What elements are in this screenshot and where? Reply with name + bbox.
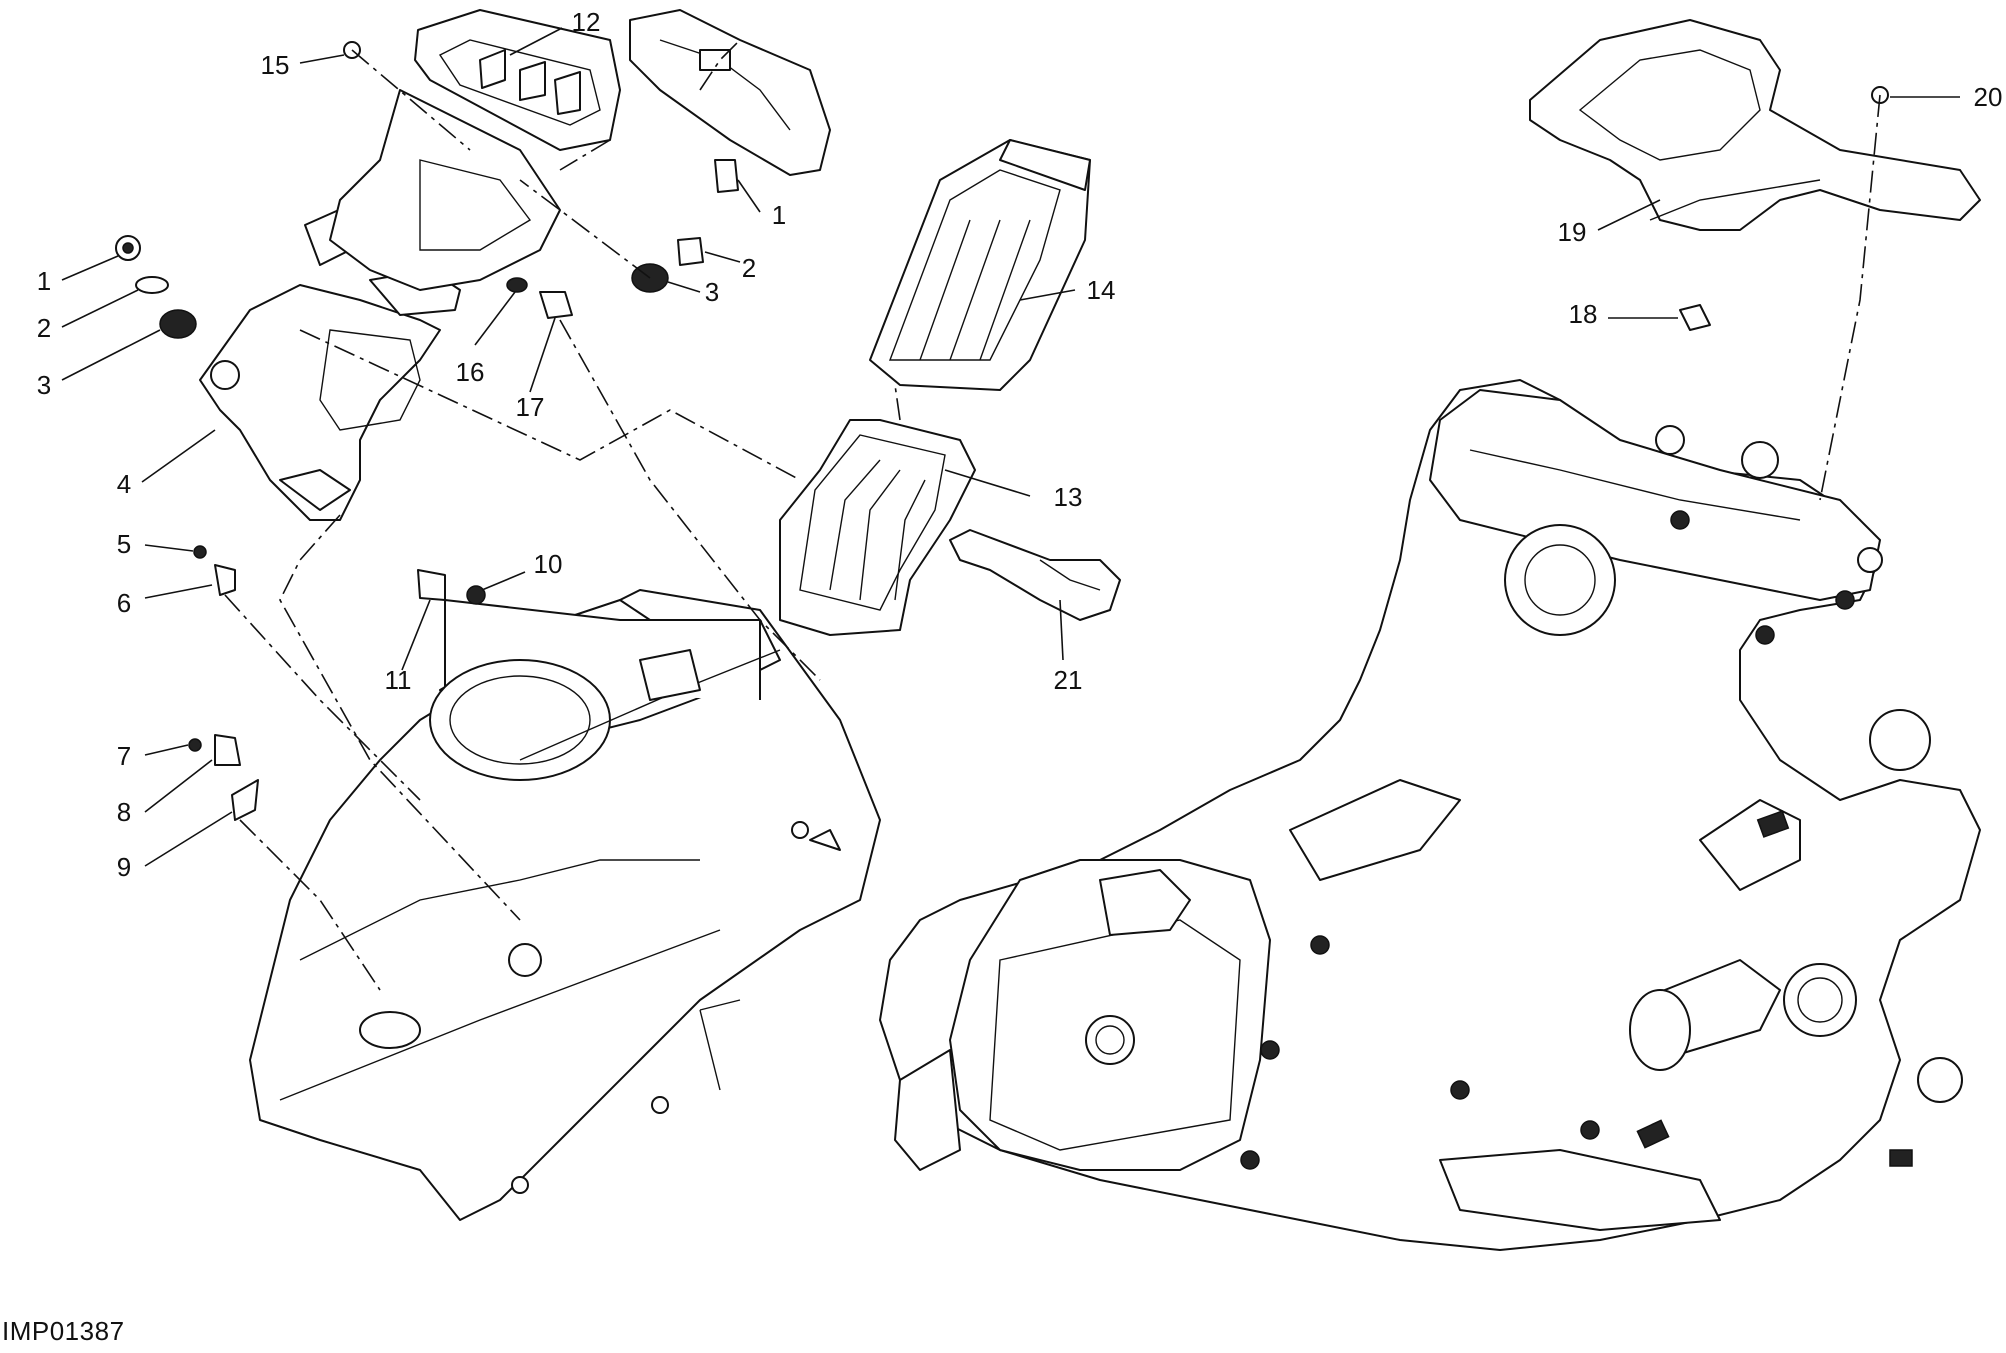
callout-20: 20 [1973,82,2003,112]
callout-1-middle: 1 [771,200,787,230]
callout-18: 18 [1568,299,1598,329]
sensor-module [629,9,831,176]
airbox-13 [779,419,976,636]
strap-21 [949,529,1121,621]
head-cover-19 [1529,19,1981,231]
callout-16: 16 [455,357,485,387]
callout-10: 10 [533,549,563,579]
figure-code: IMP01387 [2,1316,125,1346]
callout-6: 6 [116,588,132,618]
callout-3-left: 3 [36,370,52,400]
callout-12: 12 [571,7,601,37]
callout-4: 4 [116,469,132,499]
cover-12 [414,9,621,151]
callout-2-left: 2 [36,313,52,343]
callout-3-middle: 3 [704,277,720,307]
callout-15: 15 [260,50,290,80]
assembly-lines [224,39,1881,991]
callout-7: 7 [116,741,132,771]
callout-14: 14 [1086,275,1116,305]
engine-assembly [879,379,1981,1251]
filter-14 [869,139,1091,391]
callout-5: 5 [116,529,132,559]
callout-11: 11 [384,665,412,695]
leader-lines [61,27,1960,867]
callout-19: 19 [1557,217,1587,247]
middle-cover [329,89,561,291]
airbox-cover [249,589,881,1221]
callout-8: 8 [116,797,132,827]
callout-17: 17 [515,392,545,422]
callout-21: 21 [1053,665,1083,695]
callout-13: 13 [1053,482,1083,512]
callout-9: 9 [116,852,132,882]
callout-2-middle: 2 [741,253,757,283]
callout-1-left: 1 [36,266,52,296]
hardware [115,41,1889,821]
